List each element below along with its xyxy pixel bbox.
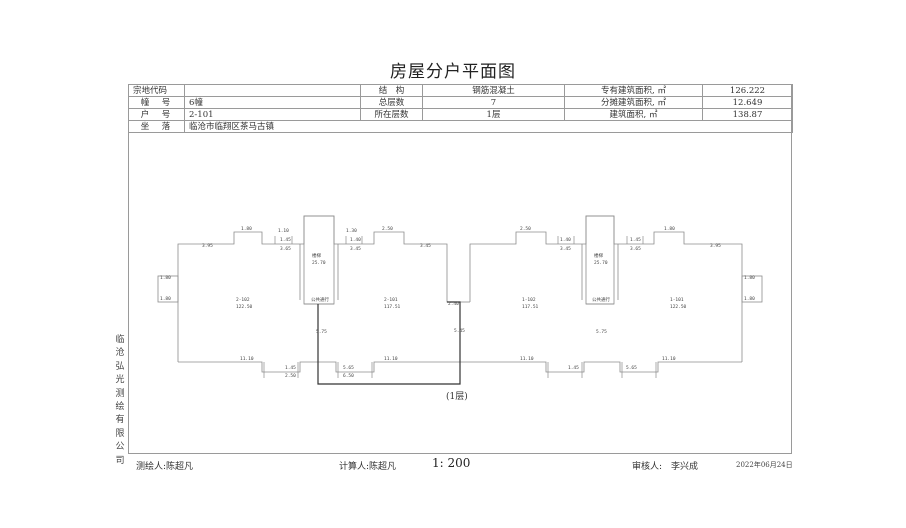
dim-label: 3.45 xyxy=(420,243,431,249)
drawing-date: 2022年06月24日 xyxy=(736,461,793,469)
dim-label: 2.50 xyxy=(520,226,531,232)
reviewer-signature: 审核人: 李兴成 xyxy=(632,462,699,472)
opening-marks xyxy=(263,236,657,378)
left-wall-outline xyxy=(177,215,456,362)
room-label: 1-102 xyxy=(522,297,536,303)
dim-label: 3.45 xyxy=(350,246,361,252)
dim-label: 5.75 xyxy=(316,329,327,335)
dim-label: 1.80 xyxy=(160,296,171,302)
room-label: 2-101 xyxy=(384,297,398,303)
right-wall-bottom xyxy=(460,361,742,373)
lobby-label: 公共通行 xyxy=(311,296,329,303)
calculator-signature: 计算人:陈超凡 xyxy=(339,462,397,472)
room-area: 122.50 xyxy=(236,304,253,310)
drawer-signature: 测绘人:陈超凡 xyxy=(136,462,194,472)
page-title: 房屋分户平面图 xyxy=(390,62,516,82)
dim-label: 1.45 xyxy=(630,237,641,243)
room-area: 117.51 xyxy=(522,304,539,310)
dim-label: 11.10 xyxy=(520,356,534,362)
dim-label: 5.45 xyxy=(454,328,465,334)
info-row-4: 坐 落 临沧市临翔区茶马古镇 xyxy=(128,120,793,133)
dim-label: 1.45 xyxy=(568,365,579,371)
floor-caption: (1层) xyxy=(446,392,468,402)
room-area: 122.50 xyxy=(670,304,687,310)
dim-label: 1.80 xyxy=(664,226,675,232)
drawing-scale: 1: 200 xyxy=(432,456,471,470)
dim-label: 1.80 xyxy=(241,226,252,232)
lobby-label: 公共通行 xyxy=(592,296,610,303)
plan-labels: 3.95 1.80 1.10 1.45 3.65 1.30 1.40 3.45 … xyxy=(160,226,755,379)
right-wall-outline xyxy=(469,215,743,362)
dim-label: 1.80 xyxy=(744,275,755,281)
left-stair-block xyxy=(303,215,335,305)
dim-label: 3.95 xyxy=(710,243,721,249)
dim-label: 11.10 xyxy=(240,356,254,362)
stair-area: 25.70 xyxy=(594,260,608,266)
dim-label: 1.40 xyxy=(560,237,571,243)
dim-label: 1.30 xyxy=(346,228,357,234)
left-wall-bottom xyxy=(178,361,460,373)
dim-label: 1.45 xyxy=(280,237,291,243)
dim-label: 1.80 xyxy=(744,296,755,302)
stair-area: 25.70 xyxy=(312,260,326,266)
dim-label: 3.65 xyxy=(280,246,291,252)
location-value: 临沧市临翔区茶马古镇 xyxy=(184,120,793,133)
room-label: 2-102 xyxy=(236,297,250,303)
plan-outline xyxy=(157,215,763,373)
dim-label: 5.75 xyxy=(596,329,607,335)
dim-label: 11.10 xyxy=(384,356,398,362)
info-row-2: 幢 号 6幢 总层数 7 分摊建筑面积, ㎡ 12.649 xyxy=(128,96,793,109)
dim-label: 3.45 xyxy=(560,246,571,252)
room-label: 1-101 xyxy=(670,297,684,303)
unit-2-101-boundary xyxy=(317,301,461,385)
dim-label: 3.65 xyxy=(630,246,641,252)
stair-label: 楼梯 xyxy=(594,252,603,259)
dim-label: 1.10 xyxy=(278,228,289,234)
dim-label: 6.50 xyxy=(343,373,354,379)
surveyor-company: 临沧弘光测绘有限公司 xyxy=(115,335,125,466)
dim-label: 1.45 xyxy=(285,365,296,371)
dim-label: 5.65 xyxy=(626,365,637,371)
dim-label: 1.80 xyxy=(160,275,171,281)
dim-label: 1.40 xyxy=(350,237,361,243)
dim-label: 3.95 xyxy=(202,243,213,249)
dim-label: 2.40 xyxy=(448,301,459,307)
room-area: 117.51 xyxy=(384,304,401,310)
right-stair-block xyxy=(585,215,615,305)
dim-label: 5.65 xyxy=(343,365,354,371)
dim-label: 2.50 xyxy=(382,226,393,232)
dim-label: 2.50 xyxy=(285,373,296,379)
stair-label: 楼梯 xyxy=(312,252,321,259)
dim-label: 11.10 xyxy=(662,356,676,362)
property-info-table: 宗地代码 结 构 钢筋混凝土 专有建筑面积, ㎡ 126.222 幢 号 6幢 … xyxy=(128,84,793,133)
